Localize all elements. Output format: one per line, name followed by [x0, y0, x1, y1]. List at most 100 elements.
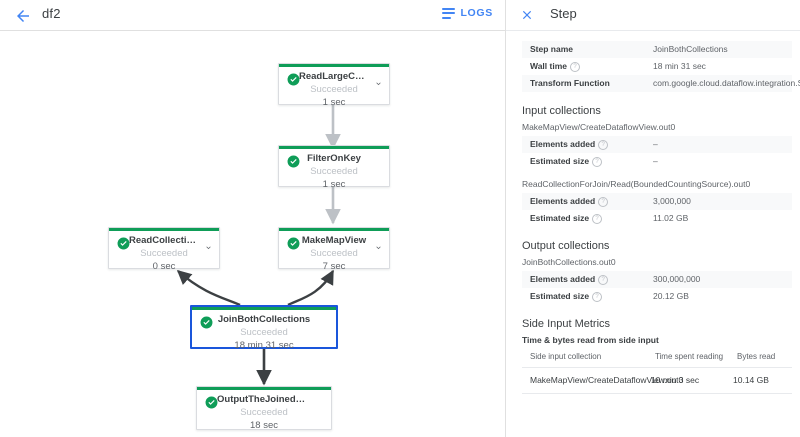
help-icon[interactable]: ?: [592, 292, 603, 302]
check-circle-icon: [200, 316, 213, 329]
node-status-stripe: [192, 307, 336, 310]
side-input-metrics-table: Side input collection Time spent reading…: [522, 348, 792, 394]
logs-list-icon: [442, 7, 456, 19]
step-panel-scroll[interactable]: Step name JoinBothCollections Wall time?…: [506, 31, 800, 437]
table-header-row: Side input collection Time spent reading…: [522, 348, 792, 368]
node-time: 18 min 31 sec: [234, 340, 294, 351]
node-name: ReadLargeCollectionFr...: [299, 71, 389, 82]
node-status: Succeeded: [240, 407, 288, 418]
node-status-stripe: [197, 387, 331, 390]
row-label: Estimated size?: [522, 288, 649, 305]
step-panel-title: Step: [550, 6, 577, 21]
graph-edges: [176, 105, 341, 386]
output-collection-0-table: Elements added? 300,000,000 Estimated si…: [522, 271, 792, 305]
cell-bytes-read: 10.14 GB: [729, 367, 792, 394]
chevron-down-icon[interactable]: [374, 75, 383, 86]
node-status: Succeeded: [140, 248, 188, 259]
chevron-down-icon[interactable]: [204, 239, 213, 250]
graph-canvas[interactable]: ReadLargeCollectionFr... Succeeded 1 sec…: [0, 31, 505, 437]
node-content: MakeMapView Succeeded 7 sec: [279, 234, 389, 273]
row-label-text: Wall time: [530, 61, 567, 71]
logs-button[interactable]: LOGS: [442, 7, 493, 19]
row-label: Step name: [522, 41, 649, 58]
row-value: –: [653, 156, 658, 166]
node-status-stripe: [109, 228, 219, 231]
step-summary-table: Step name JoinBothCollections Wall time?…: [522, 41, 800, 92]
spacer: [522, 170, 792, 179]
node-status: Succeeded: [240, 327, 288, 338]
node-status: Succeeded: [310, 248, 358, 259]
collection-name: MakeMapView/CreateDataflowView.out0: [522, 122, 676, 132]
help-icon[interactable]: ?: [570, 62, 580, 72]
row-label: Elements added?: [522, 193, 649, 210]
row-label: Estimated size?: [522, 153, 649, 170]
side-input-metrics-title: Side Input Metrics: [522, 318, 611, 330]
node-status: Succeeded: [310, 166, 358, 177]
input-collection-1-table: Elements added? 3,000,000 Estimated size…: [522, 193, 792, 227]
node-status: Succeeded: [310, 84, 358, 95]
chevron-down-icon[interactable]: [374, 239, 383, 250]
step-panel-header: Step: [506, 0, 800, 31]
row-label: Estimated size?: [522, 210, 649, 227]
row-value: 3,000,000: [649, 193, 792, 210]
graph-node-join-both-collections[interactable]: JoinBothCollections Succeeded 18 min 31 …: [190, 305, 338, 351]
table-row: Transform Function com.google.cloud.data…: [522, 75, 800, 92]
column-header: Bytes read: [729, 348, 792, 368]
row-value: JoinBothCollections: [649, 41, 792, 58]
node-status-stripe: [279, 228, 389, 231]
table-row: Step name JoinBothCollections: [522, 41, 792, 58]
node-content: OutputTheJoinedCollec... Succeeded 18 se…: [197, 393, 331, 432]
close-icon[interactable]: [520, 8, 534, 22]
table-row: Estimated size? 11.02 GB: [522, 210, 792, 227]
graph-node-read-large-collection[interactable]: ReadLargeCollectionFr... Succeeded 1 sec: [278, 63, 390, 108]
table-row: Estimated size? –: [522, 153, 792, 170]
row-label-text: Estimated size: [530, 156, 590, 166]
graph-node-output-the-joined-collection[interactable]: OutputTheJoinedCollec... Succeeded 18 se…: [196, 386, 332, 432]
graph-node-read-collection-for-join[interactable]: ReadCollectionForJoin Succeeded 0 sec: [108, 227, 220, 272]
row-label-text: Elements added: [530, 196, 596, 206]
help-icon[interactable]: ?: [592, 214, 603, 224]
help-icon[interactable]: ?: [592, 157, 603, 167]
check-circle-icon: [205, 396, 218, 409]
help-icon[interactable]: ?: [598, 140, 609, 150]
node-name: OutputTheJoinedCollec...: [217, 394, 331, 405]
cell-time-spent: 10 min 3 sec: [646, 367, 729, 394]
input-collection-0-table: Elements added? – Estimated size? –: [522, 136, 792, 170]
check-circle-icon: [287, 155, 300, 168]
row-label-text: Estimated size: [530, 291, 590, 301]
graph-node-filter-on-key[interactable]: FilterOnKey Succeeded 1 sec: [278, 145, 390, 190]
row-label: Transform Function: [522, 75, 649, 92]
cell-collection: MakeMapView/CreateDataflowView.out0: [522, 367, 683, 394]
node-name: JoinBothCollections: [217, 314, 311, 325]
table-row: Elements added? 3,000,000: [522, 193, 792, 210]
row-value: 18 min 31 sec: [653, 61, 706, 71]
arrow-back-icon[interactable]: [14, 7, 32, 25]
row-value: 11.02 GB: [653, 213, 689, 223]
node-status-stripe: [279, 64, 389, 67]
logs-button-label: LOGS: [460, 7, 493, 19]
check-circle-icon: [117, 237, 130, 250]
node-name: FilterOnKey: [307, 153, 361, 164]
check-circle-icon: [287, 73, 300, 86]
help-icon[interactable]: ?: [598, 197, 609, 207]
graph-node-make-map-view[interactable]: MakeMapView Succeeded 7 sec: [278, 227, 390, 272]
row-label: Elements added?: [522, 136, 649, 153]
row-label: Elements added?: [522, 271, 649, 288]
row-value: com.google.cloud.dataflow.integration.Si…: [649, 75, 800, 92]
table-row: Estimated size? 20.12 GB: [522, 288, 792, 305]
row-label: Wall time?: [522, 58, 649, 75]
node-content: ReadLargeCollectionFr... Succeeded 1 sec: [279, 70, 389, 109]
top-app-bar: df2 LOGS: [0, 0, 505, 31]
node-time: 18 sec: [250, 420, 278, 431]
collection-name: ReadCollectionForJoin/Read(BoundedCounti…: [522, 179, 751, 189]
table-row: MakeMapView/CreateDataflowView.out0 10 m…: [522, 367, 792, 394]
help-icon[interactable]: ?: [598, 275, 609, 285]
row-label-text: Elements added: [530, 274, 596, 284]
node-status-stripe: [279, 146, 389, 149]
row-label-text: Estimated size: [530, 213, 590, 223]
node-name: ReadCollectionForJoin: [129, 235, 219, 246]
row-value: 300,000,000: [649, 271, 792, 288]
node-content: ReadCollectionForJoin Succeeded 0 sec: [109, 234, 219, 273]
node-time: 1 sec: [322, 179, 346, 190]
